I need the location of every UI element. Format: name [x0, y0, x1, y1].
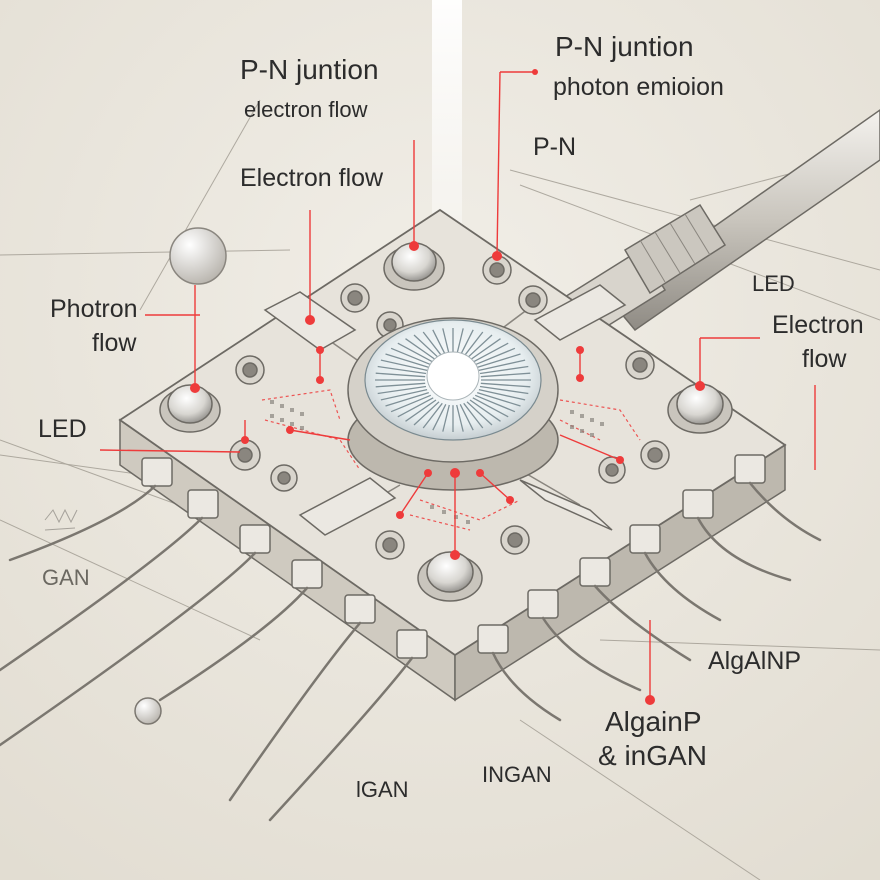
- label-lgan-bottom: lGAN: [356, 777, 409, 802]
- label-led-right: LED: [752, 271, 795, 296]
- label-led-left: LED: [38, 415, 87, 443]
- sketch-glyph: [44, 508, 78, 531]
- label-electron-flow-mid: Electron flow: [240, 164, 384, 192]
- marker-dots: [190, 69, 705, 705]
- label-algainp-bottom-2: & inGAN: [598, 740, 707, 771]
- side-pins: [141, 454, 766, 659]
- central-lens: [347, 317, 559, 491]
- label-algainp-right: AlgAlNP: [708, 647, 802, 675]
- label-photron-flow-2: flow: [92, 329, 137, 357]
- label-gan-left: GAN: [42, 565, 90, 590]
- label-electron-flow-right-1: Electron: [772, 311, 864, 339]
- wire-leads: [0, 481, 822, 822]
- label-electron-flow-small: electron flow: [244, 97, 368, 122]
- label-pn-junction-right: P-N juntion: [555, 31, 694, 62]
- label-pn: P-N: [533, 133, 577, 161]
- label-pn-junction-left: P-N juntion: [240, 54, 379, 85]
- label-electron-flow-right-2: flow: [802, 345, 847, 373]
- label-ingan-bottom: INGAN: [482, 762, 552, 787]
- circuit-grid: [270, 400, 604, 524]
- round-contacts: [229, 255, 670, 560]
- photon-sphere: [169, 227, 227, 285]
- label-photron-flow-1: Photron: [50, 295, 138, 323]
- dome-emitters: [159, 242, 733, 602]
- label-photon-emission: photon emiоion: [553, 73, 724, 101]
- label-algainp-bottom-1: AlgainP: [605, 706, 702, 737]
- leader-lines: [99, 71, 816, 700]
- lead-bead: [134, 697, 162, 725]
